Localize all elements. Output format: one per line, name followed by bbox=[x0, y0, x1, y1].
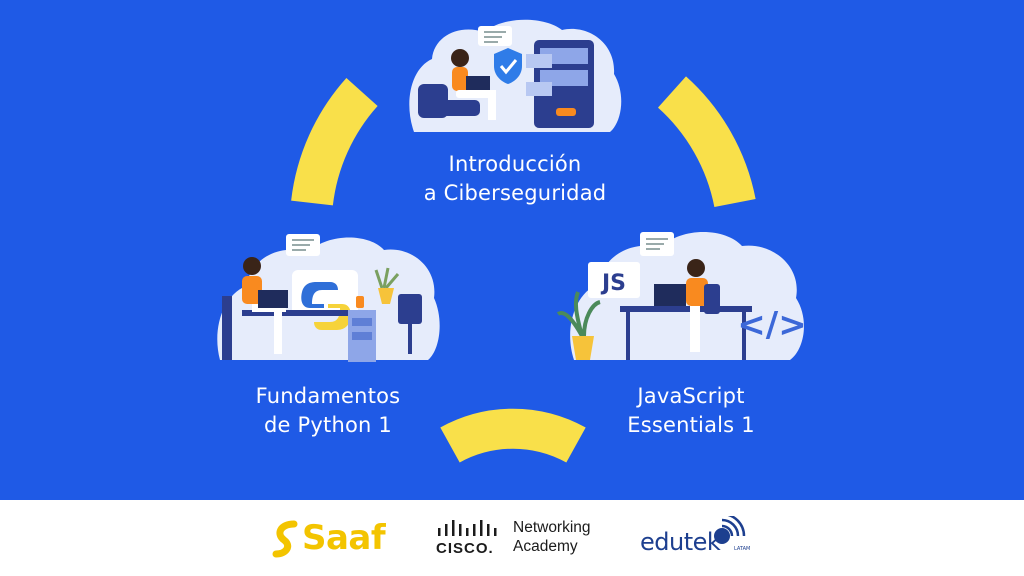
saaf-logo-icon bbox=[272, 520, 298, 558]
edutek-latam-text: LATAM bbox=[734, 546, 751, 552]
python-illustration bbox=[217, 234, 440, 362]
person-icon bbox=[243, 257, 261, 275]
code-brackets-icon: </> bbox=[737, 305, 806, 345]
arc-top-left bbox=[291, 77, 378, 206]
laptop-icon bbox=[258, 290, 288, 308]
networking-academy-logo: Networking Academy bbox=[513, 518, 591, 556]
person-icon bbox=[451, 49, 469, 67]
python-logo-icon bbox=[301, 282, 338, 308]
course-title-line2: de Python 1 bbox=[264, 413, 392, 437]
desk-icon bbox=[242, 310, 370, 316]
course-title-line1: Fundamentos bbox=[255, 384, 401, 408]
plant-icon bbox=[374, 267, 400, 289]
networking-academy-line1: Networking bbox=[513, 519, 591, 536]
edutek-logo-text: edutek bbox=[640, 528, 721, 556]
partner-footer bbox=[0, 500, 1024, 576]
saaf-logo-text: Saaf bbox=[302, 518, 386, 558]
course-title-cybersecurity: Introducción a Ciberseguridad bbox=[405, 150, 625, 208]
blue-background: Introducción a Ciberseguridad bbox=[0, 0, 1024, 500]
edutek-wifi-icon bbox=[714, 516, 746, 544]
desk-icon bbox=[620, 306, 752, 312]
arc-bottom bbox=[440, 408, 586, 463]
course-title-line1: Introducción bbox=[448, 152, 582, 176]
course-title-python: Fundamentos de Python 1 bbox=[228, 382, 428, 440]
js-badge-text: JS bbox=[600, 271, 626, 296]
javascript-illustration: JS </> bbox=[556, 232, 807, 360]
arc-top-right bbox=[657, 76, 756, 208]
shield-icon bbox=[494, 48, 522, 84]
person-icon bbox=[687, 259, 705, 277]
office-chair-icon bbox=[704, 284, 720, 314]
networking-academy-line2: Academy bbox=[513, 538, 578, 555]
course-title-javascript: JavaScript Essentials 1 bbox=[596, 382, 786, 440]
mug-icon bbox=[356, 296, 364, 308]
cybersecurity-illustration bbox=[409, 19, 622, 133]
cycle-arcs bbox=[291, 76, 756, 463]
js-badge-icon bbox=[588, 262, 640, 298]
course-title-line2: Essentials 1 bbox=[627, 413, 755, 437]
laptop-icon bbox=[654, 284, 686, 306]
laptop-icon bbox=[466, 76, 490, 90]
course-title-line2: a Ciberseguridad bbox=[423, 181, 607, 205]
office-chair-icon bbox=[398, 294, 422, 324]
cisco-bridge-icon bbox=[438, 520, 497, 536]
course-title-line1: JavaScript bbox=[637, 384, 745, 408]
plant-icon bbox=[556, 291, 601, 337]
cisco-logo-text: CISCO. bbox=[436, 540, 494, 557]
